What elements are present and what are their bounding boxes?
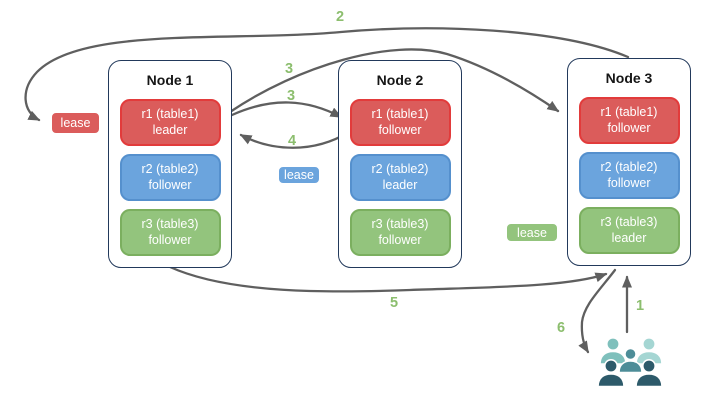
replica-name: r1 (table1): [141, 106, 199, 121]
lease-badge-blue: lease: [277, 165, 321, 185]
arrow-step-3-to-node3: [228, 48, 560, 114]
arrow-step-5: [168, 265, 608, 293]
node-2: Node 2 r1 (table1) follower r2 (table2) …: [338, 60, 462, 268]
replica-name: r2 (table2): [600, 159, 658, 174]
lease-badge-red: lease: [50, 111, 101, 135]
step-label-5: 5: [390, 295, 399, 311]
user-figure-center: [618, 347, 643, 374]
node-title: Node 3: [605, 70, 653, 86]
user-figure-top-right: [635, 337, 663, 365]
node-title: Node 1: [146, 72, 194, 88]
replica-role: follower: [148, 232, 192, 247]
replica-role: follower: [378, 232, 422, 247]
replica-name: r1 (table1): [600, 104, 658, 119]
replica-role: follower: [148, 177, 192, 192]
replica-role: follower: [378, 122, 422, 137]
arrow-step-2: [24, 27, 630, 122]
replica-role: follower: [607, 175, 651, 190]
replica-name: r3 (table3): [141, 216, 199, 231]
user-figure-bottom-left: [597, 358, 625, 388]
replica-name: r1 (table1): [371, 106, 429, 121]
replica-node3-r2: r2 (table2) follower: [578, 152, 680, 199]
replica-node2-r1: r1 (table1) follower: [349, 99, 451, 146]
replica-node1-r1: r1 (table1) leader: [119, 99, 221, 146]
replica-name: r2 (table2): [141, 161, 199, 176]
replica-node2-r3: r3 (table3) follower: [349, 209, 451, 256]
step-label-4: 4: [288, 133, 297, 149]
step-label-6: 6: [557, 320, 566, 336]
users-icon: [597, 337, 663, 388]
replica-node1-r2: r2 (table2) follower: [119, 154, 221, 201]
arrow-step-3-to-node2: [230, 101, 343, 119]
replica-name: r2 (table2): [371, 161, 429, 176]
replica-name: r3 (table3): [600, 214, 658, 229]
step-label-3a: 3: [285, 61, 294, 77]
step-label-3b: 3: [287, 88, 296, 104]
node-3: Node 3 r1 (table1) follower r2 (table2) …: [567, 58, 691, 266]
replica-node1-r3: r3 (table3) follower: [119, 209, 221, 256]
arrow-step-6: [578, 268, 617, 354]
user-figure-bottom-right: [635, 358, 663, 388]
arrow-step-4: [239, 130, 351, 149]
replica-node2-r2: r2 (table2) leader: [349, 154, 451, 201]
replica-role: leader: [382, 177, 418, 192]
replica-node3-r1: r1 (table1) follower: [578, 97, 680, 144]
replica-role: follower: [607, 120, 651, 135]
node-title: Node 2: [376, 72, 424, 88]
replica-role: leader: [152, 122, 188, 137]
step-label-2: 2: [336, 9, 345, 25]
step-label-1: 1: [636, 298, 645, 314]
replica-role: leader: [611, 230, 647, 245]
node-1: Node 1 r1 (table1) leader r2 (table2) fo…: [108, 60, 232, 268]
replica-node3-r3: r3 (table3) leader: [578, 207, 680, 254]
replica-name: r3 (table3): [371, 216, 429, 231]
lease-badge-green: lease: [505, 222, 559, 243]
